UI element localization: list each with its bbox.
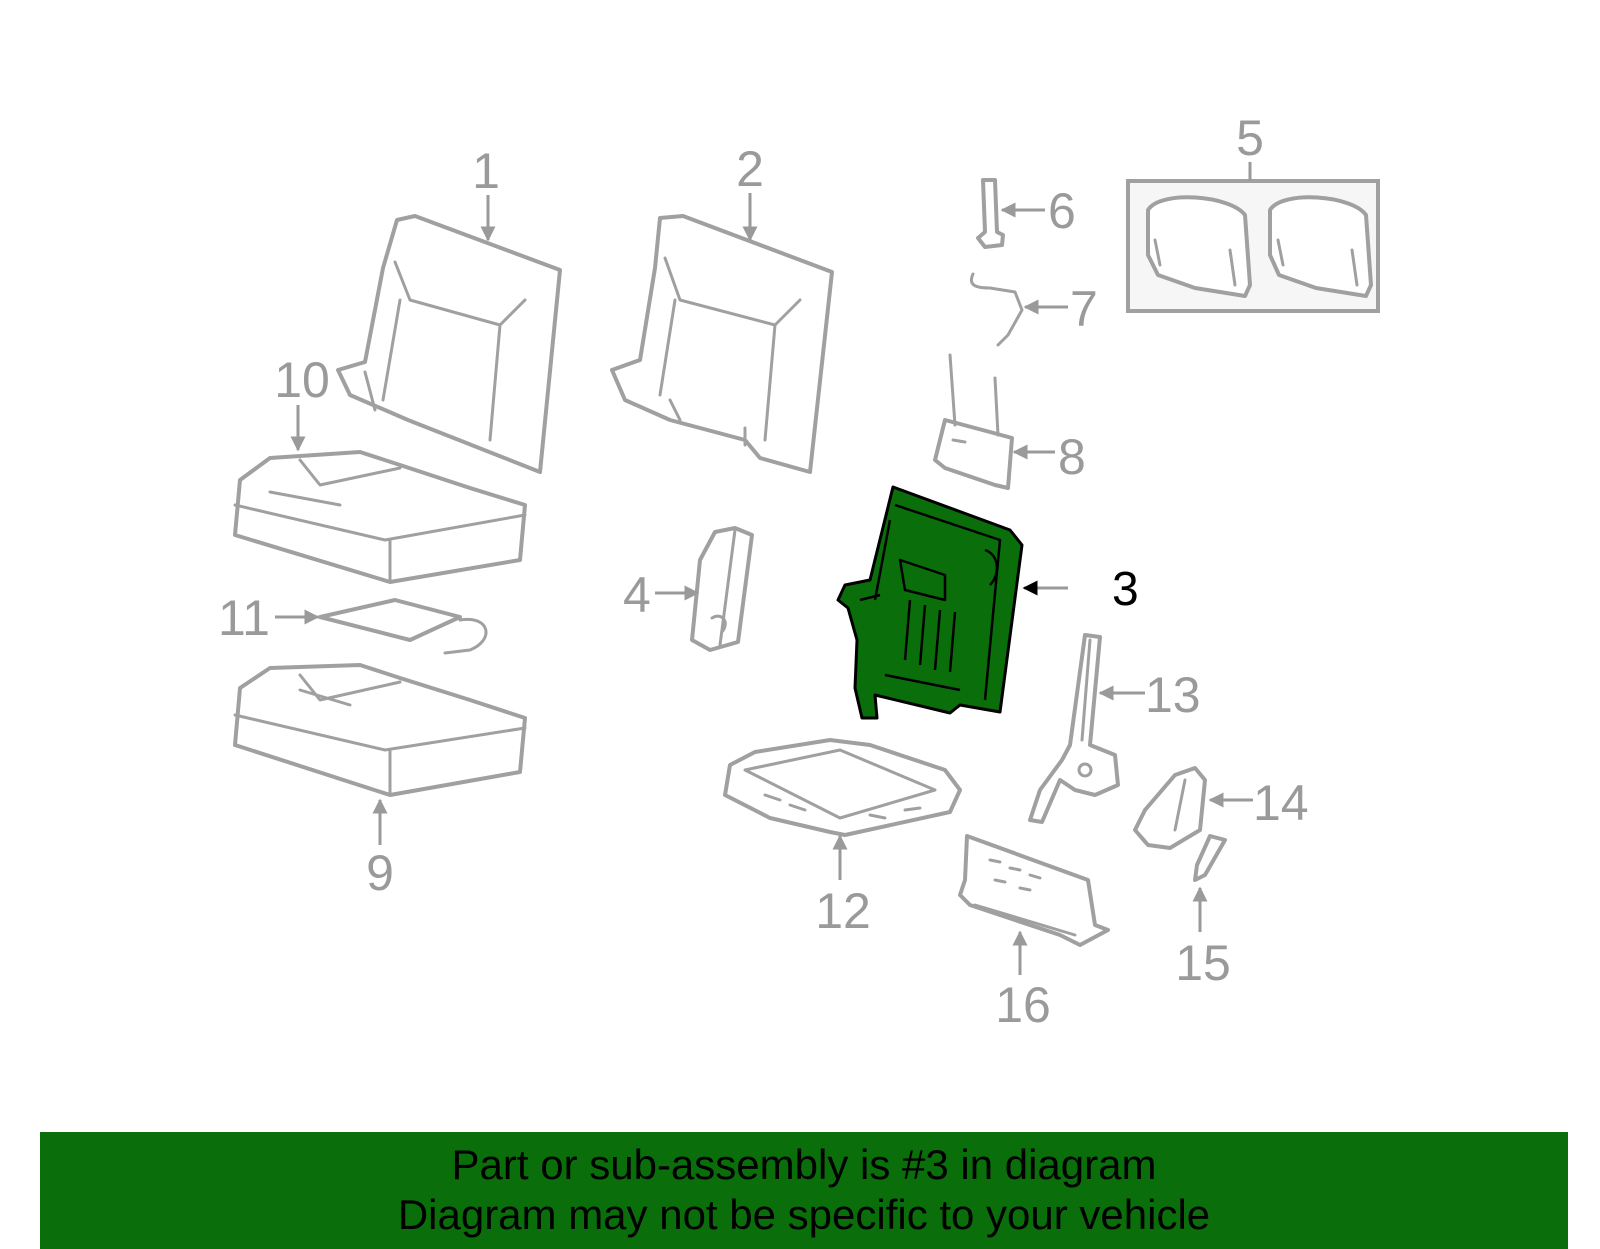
part-3-seatback-frame [836, 485, 1024, 720]
part-7-wire [969, 272, 1024, 347]
part-4-cover [690, 526, 754, 652]
leader-lines [275, 162, 1253, 975]
part-12-pan-frame [723, 738, 962, 837]
banner-line-2: Diagram may not be specific to your vehi… [397, 1191, 1211, 1238]
info-banner: Part or sub-assembly is #3 in diagram Di… [40, 1132, 1568, 1249]
callout-11: 11 [218, 590, 270, 646]
callout-12: 12 [815, 883, 871, 939]
callout-1: 1 [472, 143, 500, 199]
callout-13: 13 [1145, 667, 1201, 723]
banner-line-1: Part or sub-assembly is #3 in diagram [451, 1141, 1157, 1188]
callout-5: 5 [1236, 110, 1264, 166]
callout-9: 9 [366, 845, 394, 901]
callout-10: 10 [274, 352, 330, 408]
part-5-headrests [1126, 179, 1380, 313]
part-1-seatback [336, 214, 562, 474]
part-11-panel [318, 598, 488, 655]
callout-15: 15 [1175, 935, 1231, 991]
callouts: 1 2 3 4 5 6 7 8 9 10 11 12 13 14 15 16 [218, 110, 1309, 1033]
callout-8: 8 [1058, 429, 1086, 485]
callout-7: 7 [1070, 281, 1098, 337]
callout-2: 2 [736, 141, 764, 197]
part-6-pin [976, 178, 1005, 249]
callout-16: 16 [995, 977, 1051, 1033]
callout-14: 14 [1253, 775, 1309, 831]
part-9-cushion [233, 663, 527, 797]
part-15-handle [1193, 834, 1227, 882]
part-16-plate [958, 834, 1110, 947]
part-14-trim [1133, 766, 1207, 850]
part-2-seatback [610, 214, 834, 474]
part-10-cushion [233, 450, 527, 584]
callout-3: 3 [1112, 563, 1139, 616]
callout-6: 6 [1048, 183, 1076, 239]
part-8-guide [933, 353, 1014, 490]
callout-4: 4 [623, 567, 651, 623]
part-13-recliner [1028, 633, 1120, 824]
